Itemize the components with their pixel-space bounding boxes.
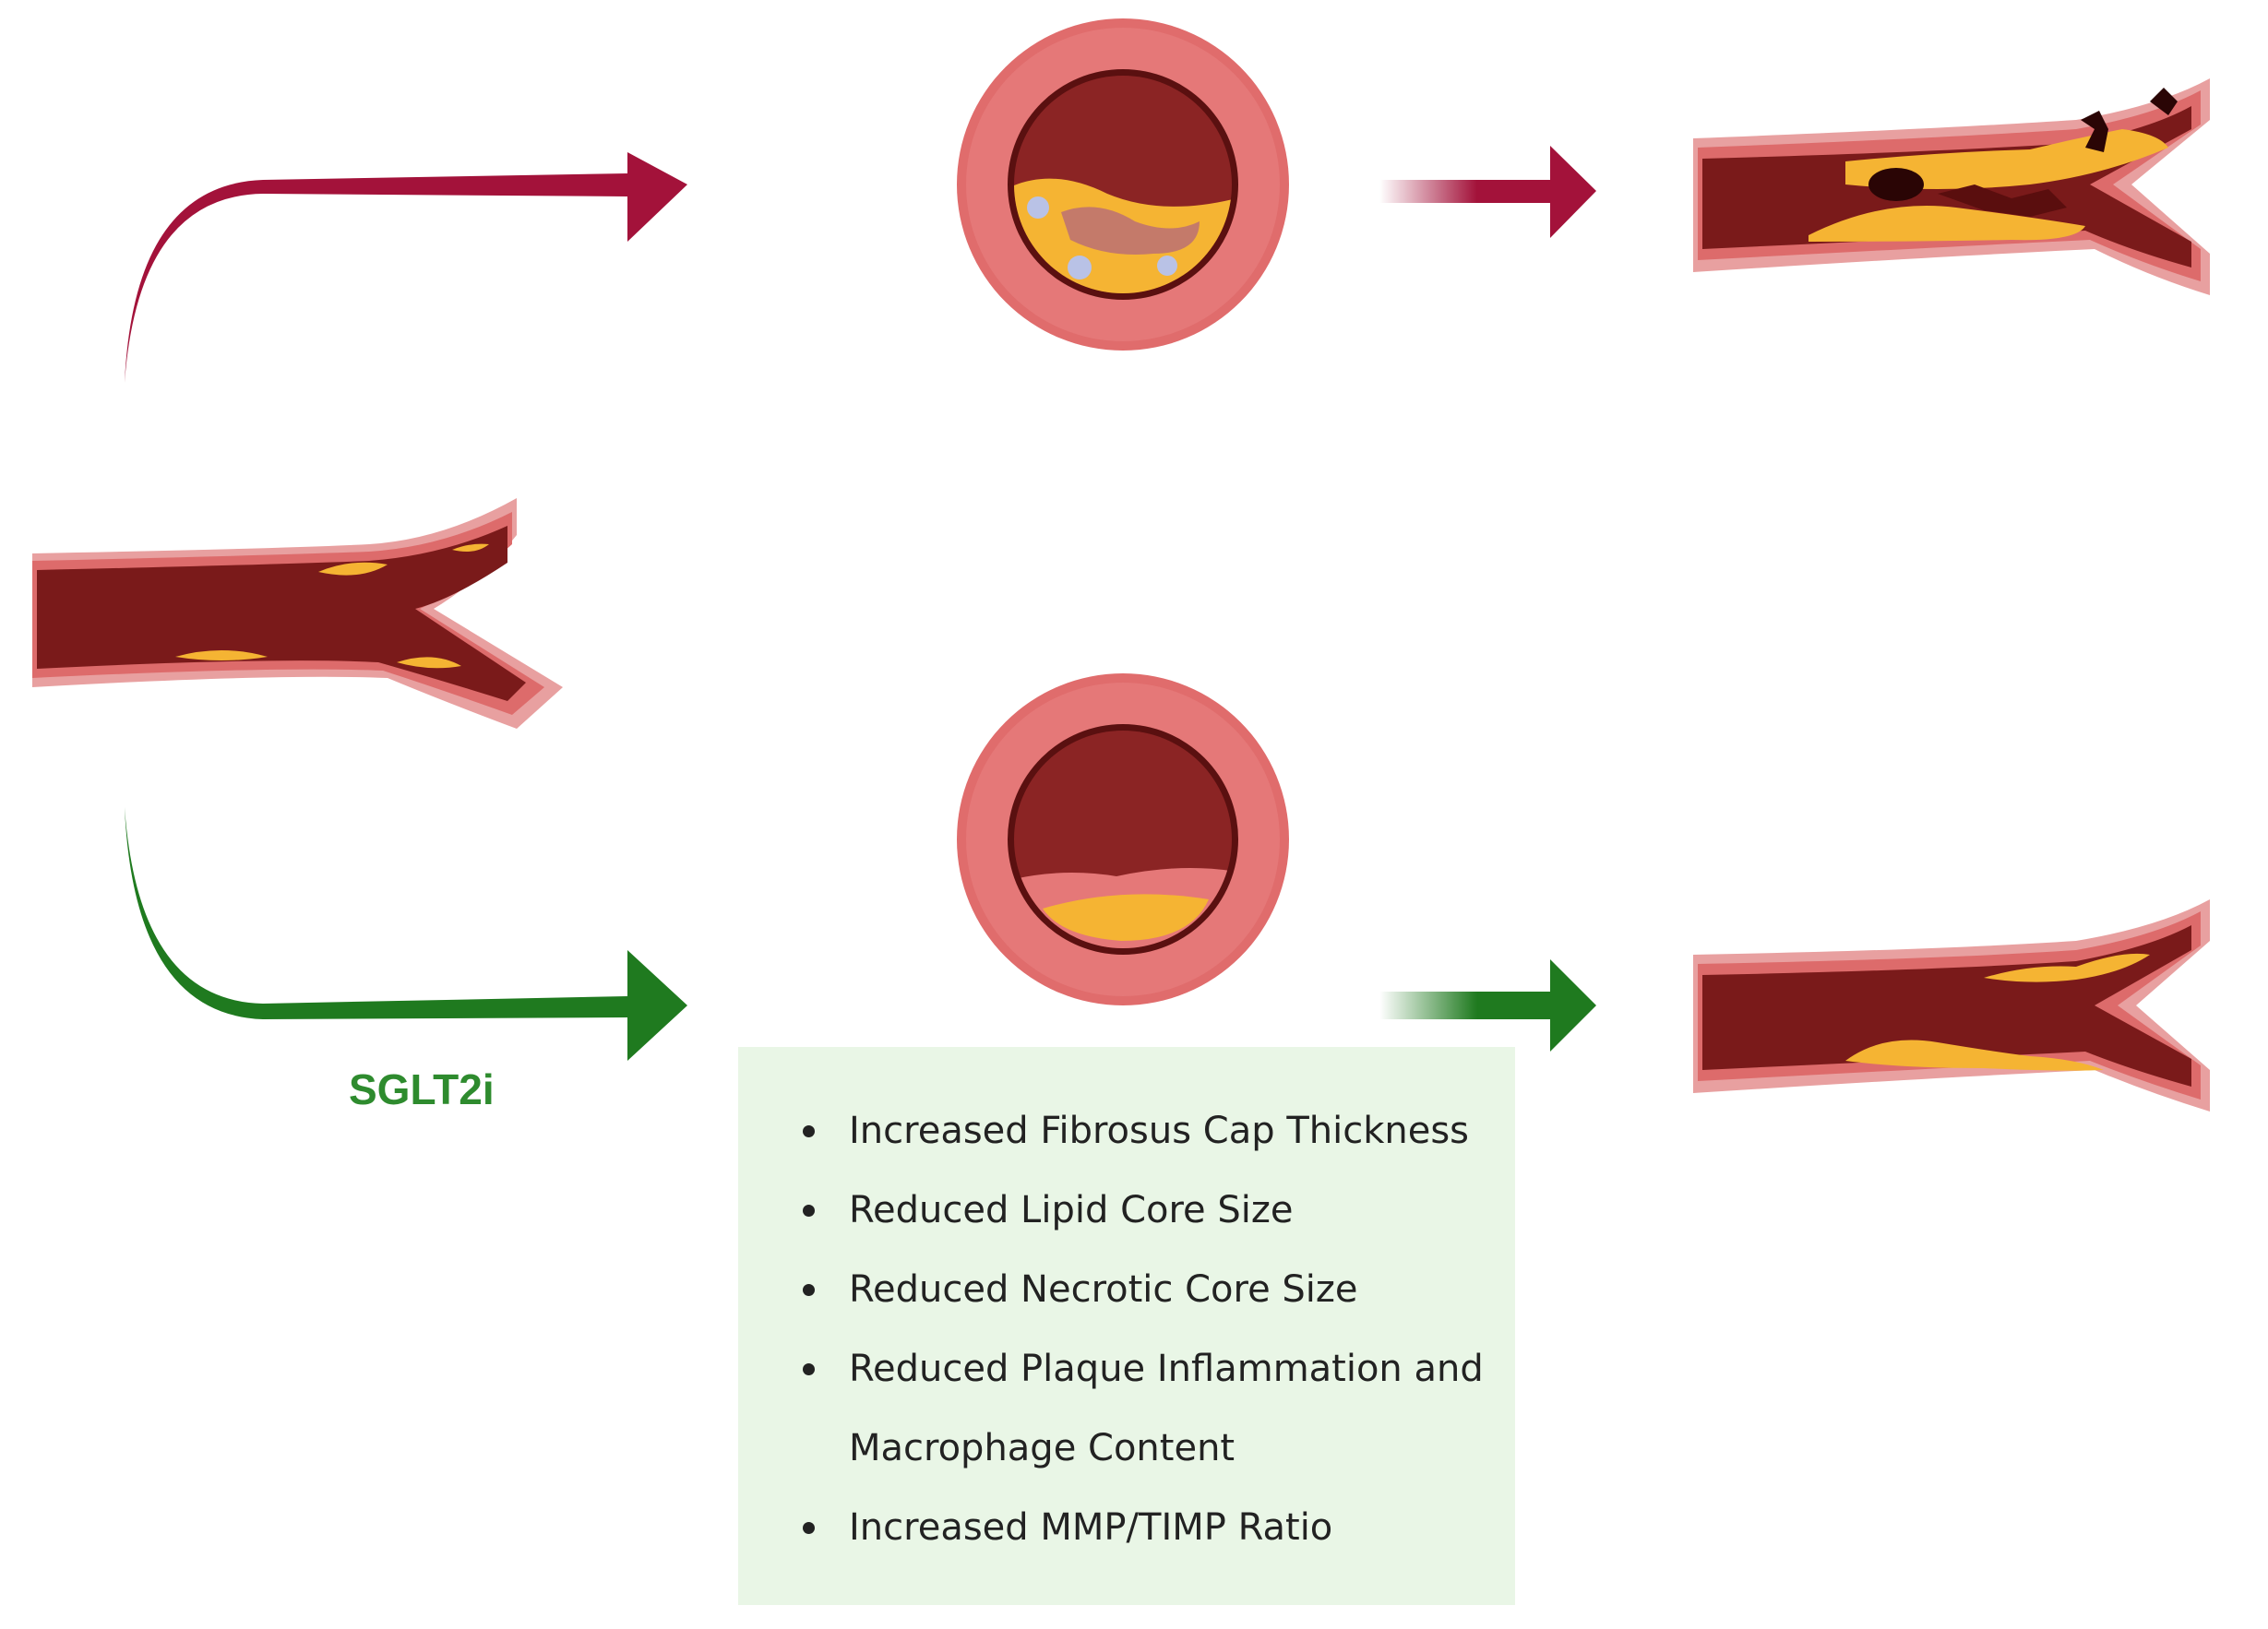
effect-item-lipid-core: Reduced Lipid Core Size [803, 1171, 1487, 1250]
initial-vessel-icon [32, 498, 563, 729]
stable-plaque-cross-section-icon [957, 673, 1289, 1005]
ruptured-plaque-vessel-icon [1693, 78, 2210, 295]
treated-progression-arrow [1379, 959, 1596, 1052]
effect-item-mmp-timp: Increased MMP/TIMP Ratio [803, 1488, 1487, 1567]
effect-item-fibrous-cap: Increased Fibrosus Cap Thickness [803, 1091, 1487, 1171]
stabilized-plaque-vessel-icon [1693, 899, 2210, 1112]
effect-item-inflammation: Reduced Plaque Inflammation and Macropha… [803, 1329, 1487, 1488]
effects-list: Increased Fibrosus Cap Thickness Reduced… [803, 1091, 1487, 1567]
treatment-effects-box: Increased Fibrosus Cap Thickness Reduced… [738, 1047, 1515, 1605]
untreated-branch-curve [125, 152, 687, 383]
untreated-progression-arrow [1379, 146, 1596, 238]
unstable-plaque-cross-section-icon [957, 18, 1289, 351]
sglt2i-treatment-label: SGLT2i [349, 1065, 495, 1113]
treated-branch-curve [125, 807, 687, 1061]
effect-item-necrotic-core: Reduced Necrotic Core Size [803, 1250, 1487, 1329]
